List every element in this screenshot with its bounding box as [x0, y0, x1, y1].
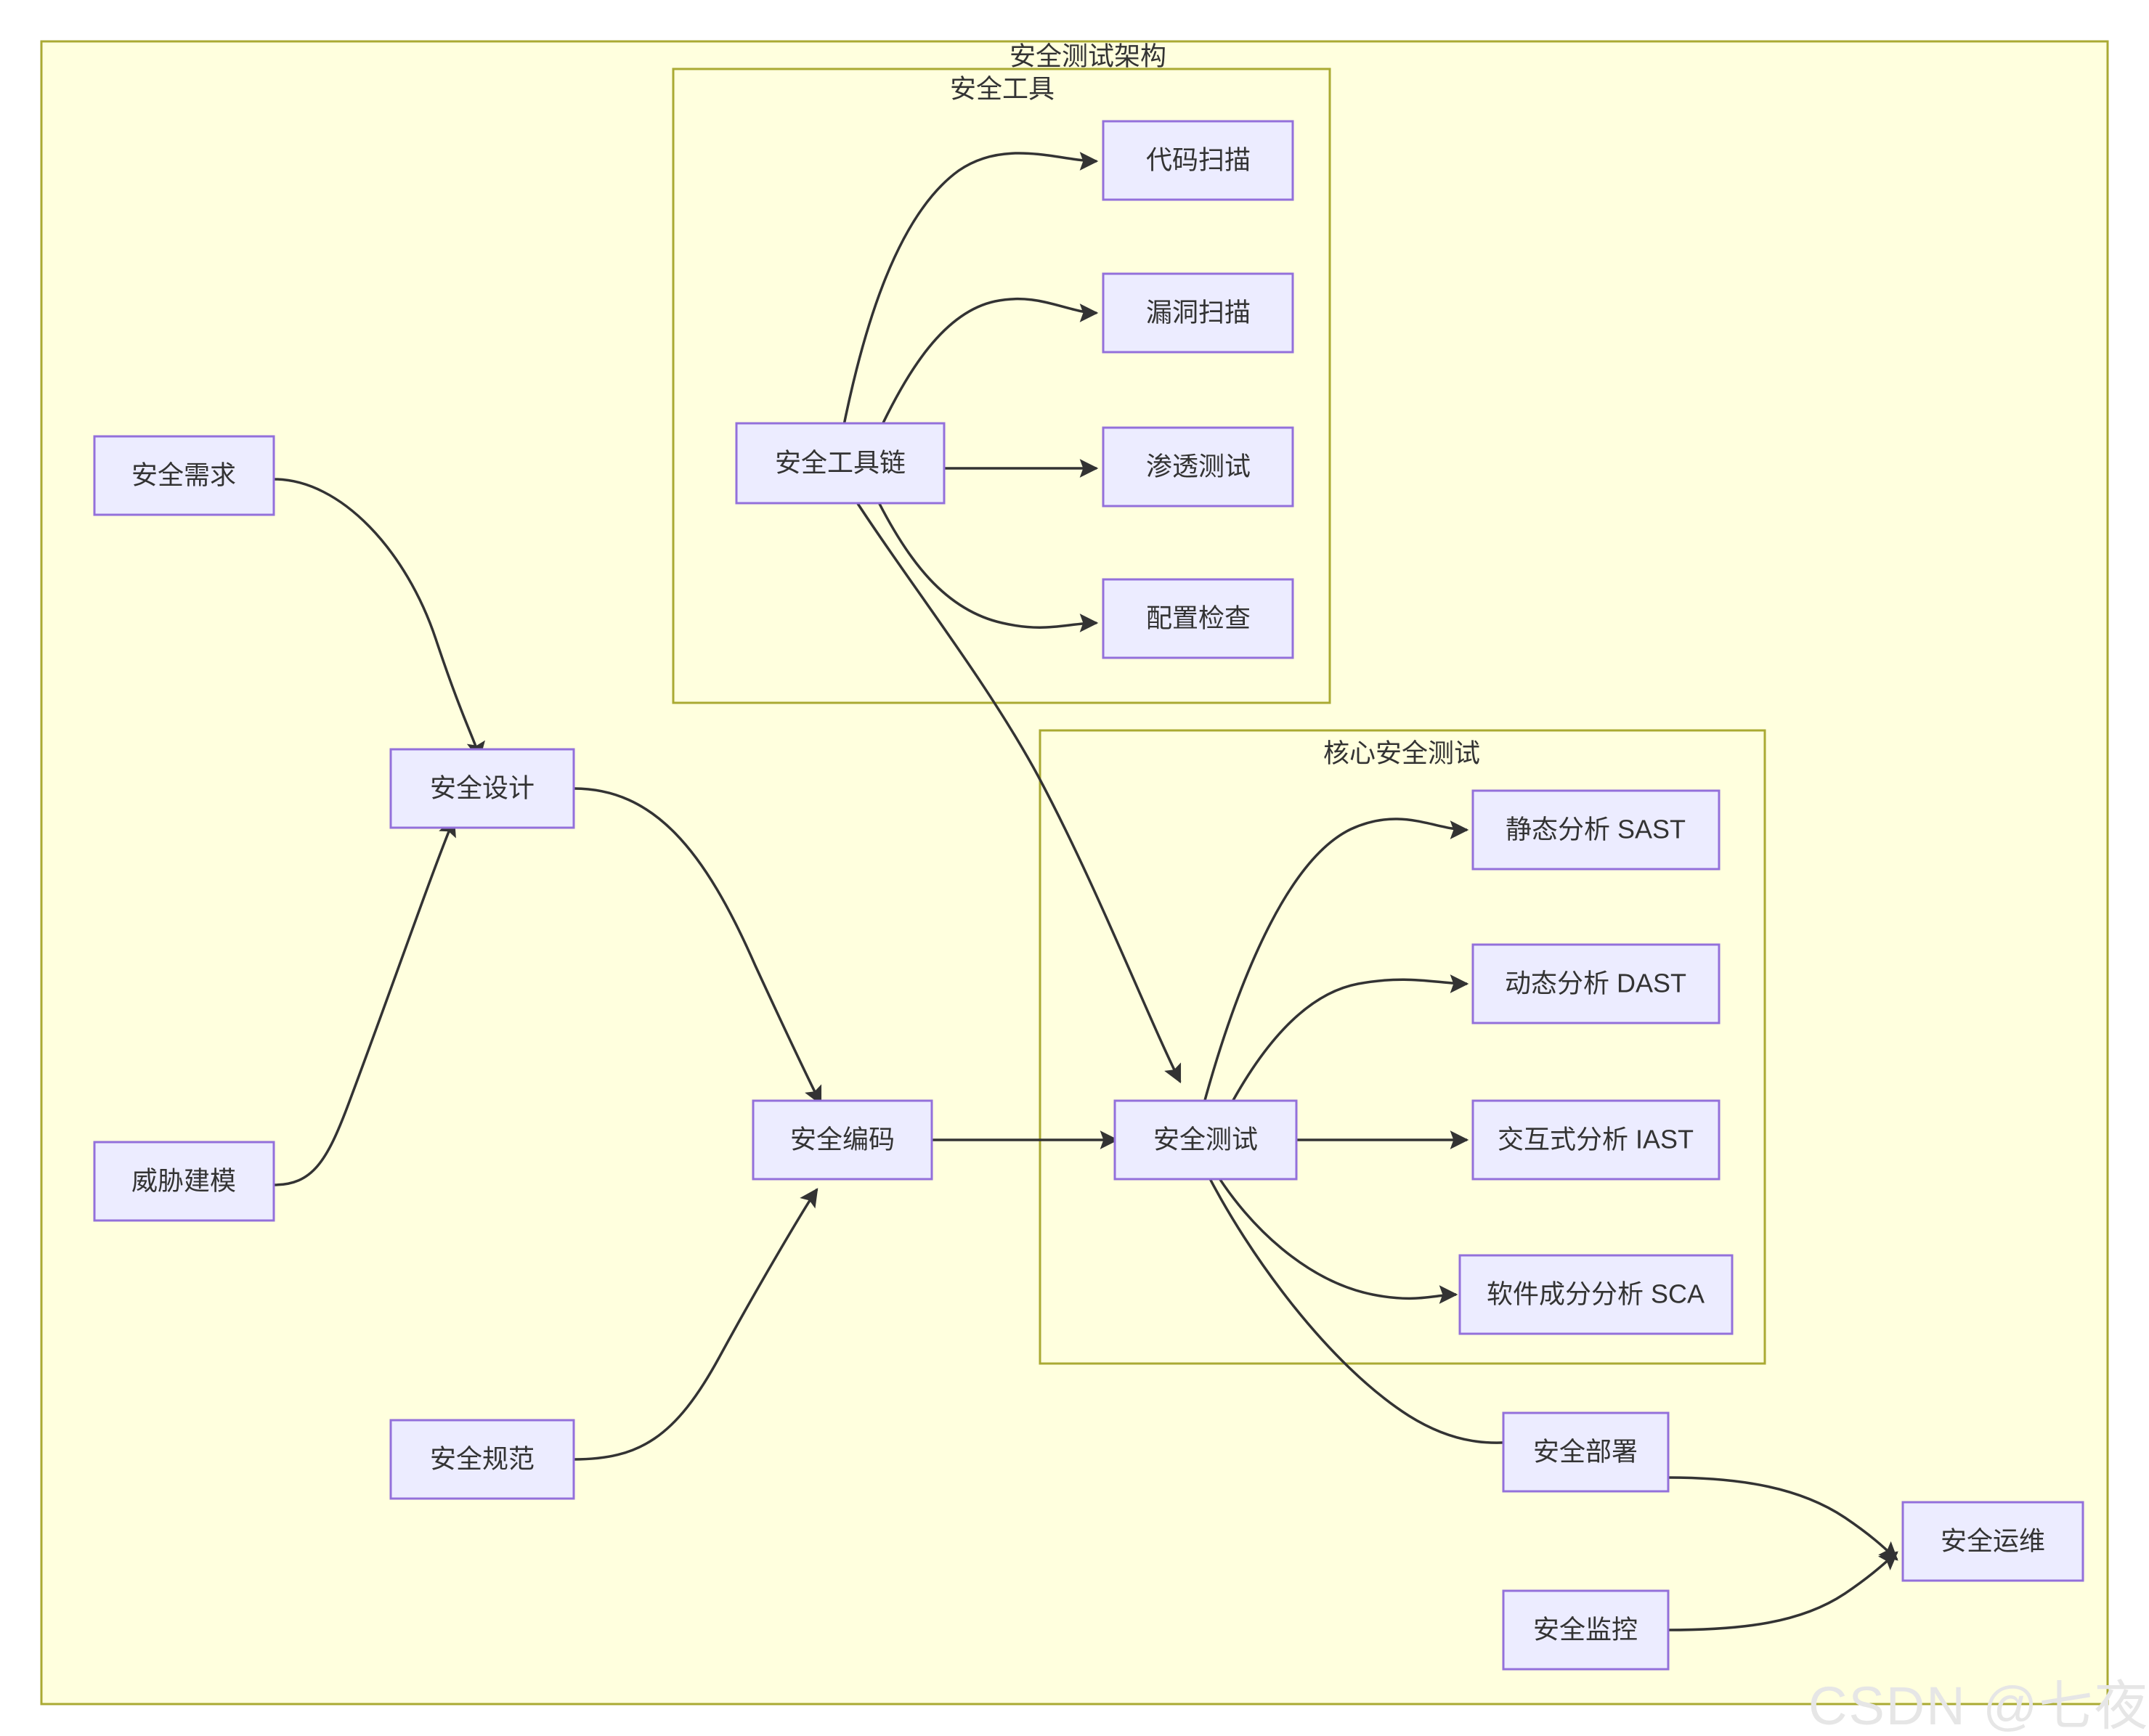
node-shentou-ceshi-label: 渗透测试 [1146, 452, 1251, 481]
node-loudong-saomiao[interactable]: 漏洞扫描 [1102, 272, 1294, 354]
node-anquan-guifan[interactable]: 安全规范 [389, 1419, 575, 1500]
node-weixie-jianmo[interactable]: 威胁建模 [93, 1141, 275, 1222]
edge-anquan-jiankong-to-anquan-yunwei [1667, 1551, 1898, 1631]
edge-gongjulian-to-anquan-ceshi [856, 502, 1182, 1084]
node-anquan-bushu-label: 安全部署 [1533, 1437, 1638, 1467]
cluster-tools-label: 安全工具 [950, 74, 1055, 104]
node-loudong-saomiao-label: 漏洞扫描 [1146, 298, 1251, 327]
node-anquan-gongjulian-label: 安全工具链 [775, 448, 906, 478]
node-dongtai-dast-label: 动态分析 DAST [1505, 969, 1686, 998]
node-anquan-jiankong-label: 安全监控 [1533, 1615, 1638, 1645]
node-shentou-ceshi[interactable]: 渗透测试 [1102, 426, 1294, 508]
node-anquan-guifan-label: 安全规范 [430, 1444, 535, 1474]
edge-weixie-jianmo-to-anquan-sheji [273, 817, 456, 1186]
cluster-core-label: 核心安全测试 [1323, 738, 1480, 768]
edge-anquan-ceshi-to-dongtai-dast [1226, 974, 1469, 1112]
edge-anquan-guifan-to-anquan-bianma [573, 1188, 818, 1461]
edge-anquan-ceshi-to-anquan-bushu [1204, 1170, 1531, 1451]
node-peizhi-jiancha[interactable]: 配置检查 [1102, 578, 1294, 659]
node-daima-saomiao-label: 代码扫描 [1146, 145, 1251, 175]
edge-gongjulian-to-daima-saomiao [841, 152, 1099, 433]
node-jiaohushi-iast[interactable]: 交互式分析 IAST [1471, 1099, 1721, 1181]
node-jingtai-sast-label: 静态分析 SAST [1506, 815, 1686, 844]
node-peizhi-jiancha-label: 配置检查 [1146, 603, 1251, 633]
node-dongtai-dast[interactable]: 动态分析 DAST [1471, 943, 1721, 1024]
node-anquan-ceshi-label: 安全测试 [1153, 1125, 1258, 1154]
edge-anquan-ceshi-to-jingtai-sast [1201, 818, 1469, 1112]
node-anquan-sheji[interactable]: 安全设计 [389, 748, 575, 829]
node-anquan-gongjulian[interactable]: 安全工具链 [735, 422, 946, 505]
node-ruanjian-sca[interactable]: 软件成分分析 SCA [1458, 1254, 1734, 1335]
node-anquan-bianma[interactable]: 安全编码 [752, 1099, 933, 1181]
node-anquan-xuqiu[interactable]: 安全需求 [93, 435, 275, 516]
node-anquan-bianma-label: 安全编码 [790, 1125, 895, 1154]
node-anquan-sheji-label: 安全设计 [430, 773, 535, 803]
node-anquan-yunwei[interactable]: 安全运维 [1901, 1501, 2084, 1582]
node-daima-saomiao[interactable]: 代码扫描 [1102, 120, 1294, 201]
watermark-label: CSDN @七夜zippoe [1808, 1676, 2149, 1736]
edge-anquan-bushu-to-anquan-yunwei [1667, 1476, 1898, 1561]
edge-anquan-xuqiu-to-anquan-sheji [273, 478, 485, 761]
cluster-outer-label: 安全测试架构 [1009, 41, 1166, 71]
edge-gongjulian-to-peizhi-jiancha [877, 502, 1099, 632]
edge-gongjulian-to-loudong-saomiao [877, 297, 1099, 433]
node-jingtai-sast[interactable]: 静态分析 SAST [1471, 789, 1721, 871]
node-anquan-xuqiu-label: 安全需求 [131, 460, 236, 490]
node-jiaohushi-iast-label: 交互式分析 IAST [1498, 1125, 1694, 1154]
node-anquan-bushu[interactable]: 安全部署 [1502, 1411, 1670, 1493]
node-anquan-ceshi[interactable]: 安全测试 [1113, 1099, 1298, 1181]
edge-anquan-sheji-to-anquan-bianma [573, 787, 822, 1106]
node-anquan-jiankong[interactable]: 安全监控 [1502, 1589, 1670, 1671]
node-anquan-yunwei-label: 安全运维 [1941, 1526, 2045, 1556]
edge-anquan-ceshi-to-ruanjian-sca [1213, 1170, 1458, 1304]
node-weixie-jianmo-label: 威胁建模 [131, 1166, 236, 1196]
node-ruanjian-sca-label: 软件成分分析 SCA [1487, 1279, 1705, 1309]
